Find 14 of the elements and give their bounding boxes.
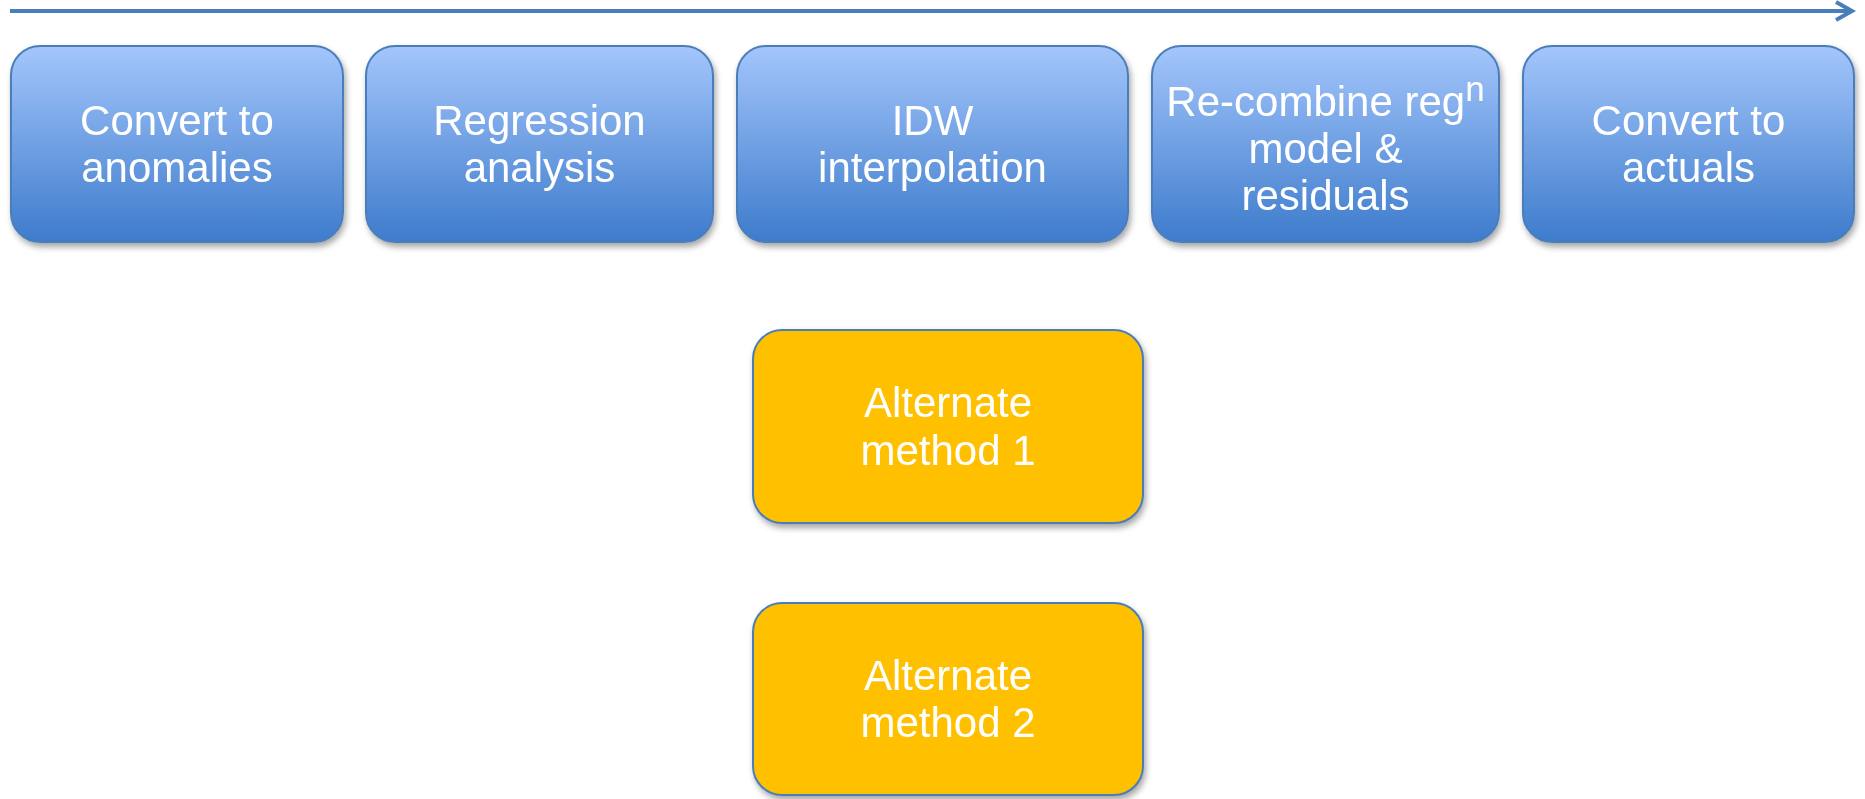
process-step-box bbox=[736, 45, 1129, 243]
step-label: Alternate method 1 bbox=[859, 379, 1037, 474]
step-label: Re-combine reg$^{n}$ model & residuals bbox=[1165, 68, 1486, 220]
step-label: Convert to actuals bbox=[1590, 96, 1787, 192]
step-label: IDW interpolation bbox=[817, 96, 1048, 192]
process-step-box bbox=[1522, 45, 1855, 243]
process-step-box bbox=[10, 45, 344, 243]
step-label: Regression analysis bbox=[432, 96, 647, 192]
process-step-box bbox=[365, 45, 714, 243]
alternate-step-box bbox=[752, 602, 1144, 796]
alternate-step-box bbox=[752, 329, 1144, 524]
process-step-box bbox=[1151, 45, 1500, 243]
step-label: Convert to anomalies bbox=[79, 96, 275, 192]
step-label: Alternate method 2 bbox=[859, 651, 1037, 747]
